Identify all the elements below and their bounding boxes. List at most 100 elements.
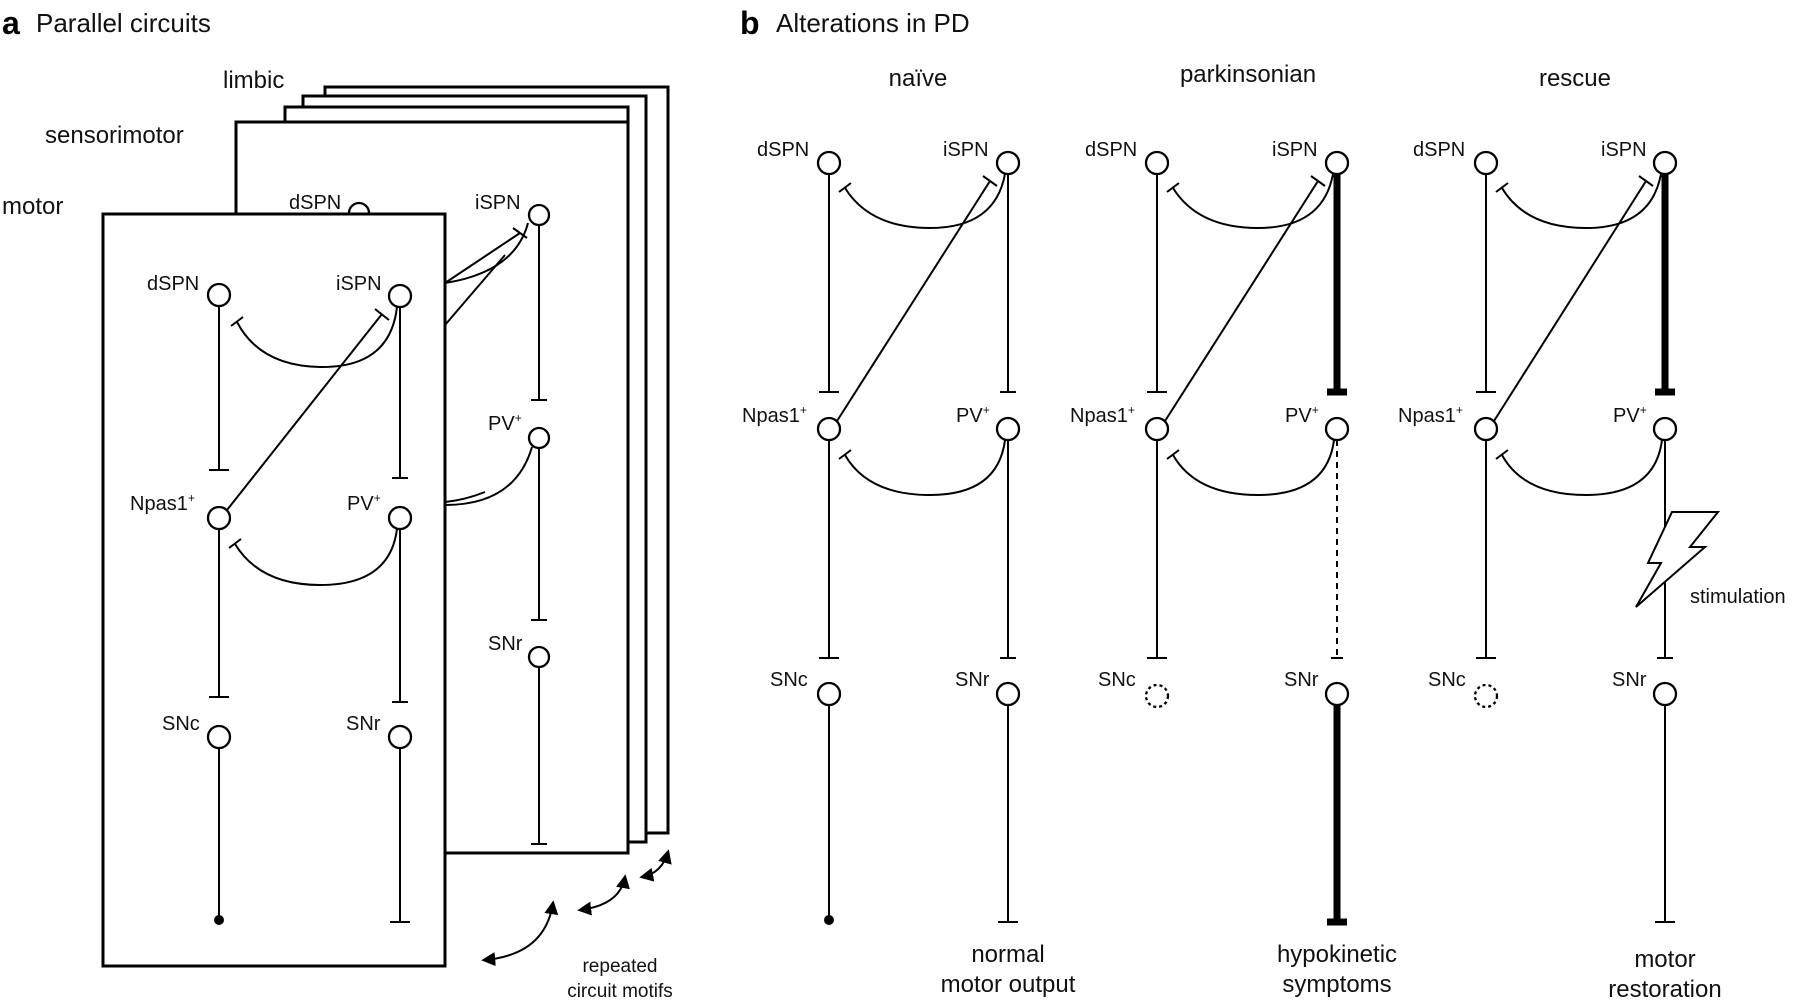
rescue-ispn-node [1652, 150, 1678, 176]
motor-sheet [101, 212, 447, 968]
stimulation-label: stimulation [1690, 586, 1786, 608]
motor-snr-node [387, 724, 413, 750]
pd-npas1-label: Npas1+ [1070, 403, 1135, 427]
header-naive: naïve [889, 65, 948, 92]
motor-snr-label: SNr [346, 713, 381, 735]
rescue-npas1-node [1473, 416, 1499, 442]
pd-snr-node [1324, 681, 1350, 707]
pd-ispn-collateral-terminal [1166, 182, 1180, 193]
rescue-pv-label: PV+ [1613, 403, 1647, 427]
rescue-pv-collateral-terminal [1495, 449, 1509, 460]
naive-pv-label: PV+ [956, 403, 990, 427]
naive-snc-label: SNc [770, 669, 808, 691]
rescue-snr-node [1652, 681, 1678, 707]
motor-ispn-node [387, 283, 413, 309]
sensorimotor-npas1-projection [444, 232, 521, 284]
naive-snc-release-dot [824, 915, 834, 925]
motor-circuit: dSPN iSPN Npas1+ PV+ SNc SNr [130, 273, 413, 925]
naive-pv-collateral [844, 439, 1006, 497]
naive-pv-node [995, 416, 1021, 442]
sensorimotor-pv-collateral [444, 446, 533, 506]
pd-snr-label: SNr [1284, 669, 1319, 691]
pd-ispn-collateral [1172, 173, 1334, 230]
pd-ispn-node [1324, 150, 1350, 176]
motor-npas1-label: Npas1+ [130, 491, 195, 515]
footnote-line-2: circuit motifs [567, 981, 673, 1000]
naive-dspn-label: dSPN [757, 139, 809, 161]
pd-ispn-label: iSPN [1272, 139, 1318, 161]
motor-dspn-collateral-terminal [230, 316, 244, 327]
pd-npas1-projection [1164, 180, 1319, 422]
sensorimotor-ispn-label: iSPN [475, 192, 521, 214]
footnote-line-1: repeated [582, 956, 657, 977]
panel-a-letter: a [2, 5, 20, 41]
sensorimotor-snr-label: SNr [488, 633, 523, 655]
pd-snc-node-lost [1144, 683, 1170, 709]
motor-snc-label: SNc [162, 713, 200, 735]
pd-pv-collateral [1172, 439, 1335, 497]
rescue-snc-node-lost [1473, 683, 1499, 709]
layer-label-limbic: limbic [223, 67, 284, 94]
pd-npas1-projection-terminal [1310, 175, 1326, 187]
rescue-npas1-projection [1493, 180, 1647, 422]
naive-pv-collateral-terminal [838, 449, 852, 460]
stimulation-bolt-icon [1635, 511, 1721, 608]
layer-label-motor: motor [2, 193, 63, 220]
motor-dspn-node [206, 282, 232, 308]
naive-snr-node [995, 681, 1021, 707]
panel-a: a Parallel circuits dSPN iSPN PV+ SNr [2, 5, 673, 1000]
rescue-dspn-node [1473, 150, 1499, 176]
pd-dspn-label: dSPN [1085, 139, 1137, 161]
motor-ispn-label: iSPN [336, 273, 382, 295]
naive-outcome-line-2: motor output [941, 971, 1076, 998]
sensorimotor-ispn-collateral [444, 222, 529, 284]
naive-outcome-line-1: normal [971, 941, 1044, 968]
motor-pv-to-npas1-collateral [234, 528, 398, 587]
rescue-outcome-line-1: motor [1634, 946, 1695, 973]
motor-snc-node [206, 724, 232, 750]
sensorimotor-pv-node [527, 426, 551, 450]
rescue-dspn-label: dSPN [1413, 139, 1465, 161]
naive-ispn-collateral [844, 173, 1006, 230]
motif-arrow-2 [577, 874, 630, 916]
rescue-circuit: dSPN iSPN Npas1+ PV+ stimulation [1398, 139, 1786, 1000]
rescue-ispn-collateral-terminal [1495, 182, 1509, 193]
pd-pv-label: PV+ [1285, 403, 1319, 427]
pd-pv-collateral-terminal [1166, 449, 1180, 460]
naive-circuit: dSPN iSPN Npas1+ PV+ SNc SNr [742, 139, 1076, 998]
rescue-pv-node [1652, 416, 1678, 442]
motor-npas1-node [206, 505, 232, 531]
naive-dspn-node [816, 150, 842, 176]
motor-npas1-collateral-terminal [228, 538, 242, 549]
rescue-ispn-collateral [1501, 173, 1662, 230]
rescue-npas1-label: Npas1+ [1398, 403, 1463, 427]
rescue-snr-label: SNr [1612, 669, 1647, 691]
panel-a-title: Parallel circuits [36, 8, 211, 38]
rescue-ispn-label: iSPN [1601, 139, 1647, 161]
layer-label-sensorimotor: sensorimotor [45, 122, 184, 149]
motor-dspn-label: dSPN [147, 273, 199, 295]
motor-pv-node [387, 505, 413, 531]
motor-ispn-projection-terminal [374, 308, 390, 321]
sensorimotor-circuit: dSPN iSPN PV+ SNr [289, 192, 551, 845]
pd-snc-label: SNc [1098, 669, 1136, 691]
sensorimotor-ispn-node [527, 203, 551, 227]
sensorimotor-pv-label: PV+ [488, 411, 522, 435]
naive-npas1-projection [836, 180, 991, 422]
rescue-outcome-line-2: restoration [1608, 976, 1721, 1000]
sensorimotor-snr-node [527, 645, 551, 669]
sheet-connector-1 [444, 254, 506, 326]
pd-pv-node [1324, 416, 1350, 442]
motor-npas1-to-ispn-projection [226, 313, 383, 511]
header-rescue: rescue [1539, 65, 1611, 92]
sensorimotor-dspn-label: dSPN [289, 192, 341, 214]
naive-snr-label: SNr [955, 669, 990, 691]
panel-b-title: Alterations in PD [776, 8, 970, 38]
motor-snc-release-dot [214, 915, 224, 925]
sensorimotor-projection-terminal [512, 227, 528, 239]
naive-ispn-collateral-terminal [838, 182, 852, 193]
panel-b: b Alterations in PD naïve parkinsonian r… [740, 5, 1786, 1000]
naive-npas1-label: Npas1+ [742, 403, 807, 427]
pd-outcome-line-2: symptoms [1282, 971, 1391, 998]
